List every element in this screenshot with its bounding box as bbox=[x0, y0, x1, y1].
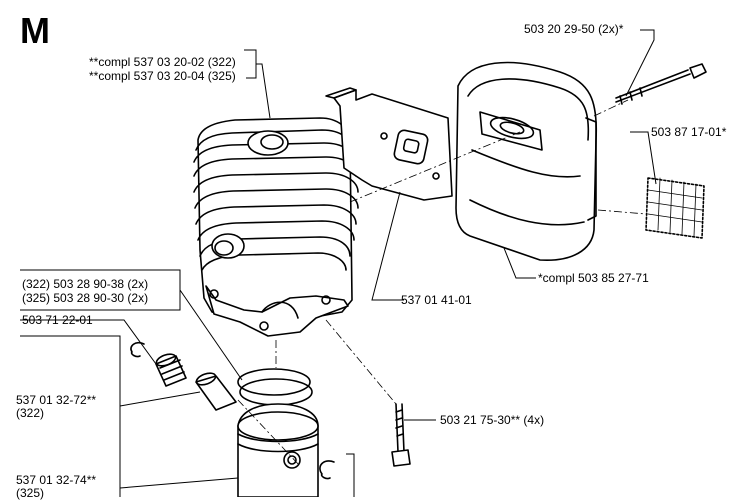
cylinder-part-number-325: **compl 537 03 20-04 (325) bbox=[89, 69, 236, 83]
piston-rings-part-number-322: (322) 503 28 90-38 (2x) bbox=[22, 277, 149, 291]
piston-pin-variant: (322) bbox=[16, 406, 45, 420]
piston-drawing bbox=[237, 403, 319, 497]
piston-pin-drawing bbox=[195, 372, 237, 411]
piston-rings-drawing bbox=[237, 368, 313, 406]
piston-pin-part-number: 537 01 32-72** bbox=[16, 393, 97, 407]
muffler-drawing bbox=[455, 61, 598, 261]
gasket-plate-drawing bbox=[325, 87, 453, 201]
cylinder-part-number-322: **compl 537 03 20-02 (322) bbox=[89, 55, 236, 69]
muffler-part-number: *compl 503 85 27-71 bbox=[538, 271, 649, 285]
top-bolt-drawing bbox=[615, 63, 707, 105]
bolt-bottom-part-number: 503 21 75-30** (4x) bbox=[440, 413, 545, 427]
assembly-axes bbox=[237, 99, 647, 467]
piston-part-number: 537 01 32-74** bbox=[16, 473, 97, 487]
bolt-top-part-number: 503 20 29-50 (2x)* bbox=[524, 22, 624, 36]
needle-bearing-part-number: 503 71 22-01 bbox=[22, 313, 93, 327]
piston-rings-part-number-325: (325) 503 28 90-30 (2x) bbox=[22, 291, 149, 305]
piston-variant: (325) bbox=[16, 486, 45, 500]
screen-part-number: 503 87 17-01* bbox=[651, 125, 727, 139]
spark-screen-drawing bbox=[645, 177, 705, 239]
section-letter: M bbox=[20, 10, 50, 51]
gasket-plate-part-number: 537 01 41-01 bbox=[401, 293, 472, 307]
bottom-bolt-drawing bbox=[391, 403, 411, 467]
cylinder-drawing bbox=[193, 117, 359, 337]
leader-lines bbox=[20, 29, 657, 497]
circlips-drawing bbox=[130, 341, 335, 480]
needle-bearing-drawing bbox=[155, 353, 187, 387]
